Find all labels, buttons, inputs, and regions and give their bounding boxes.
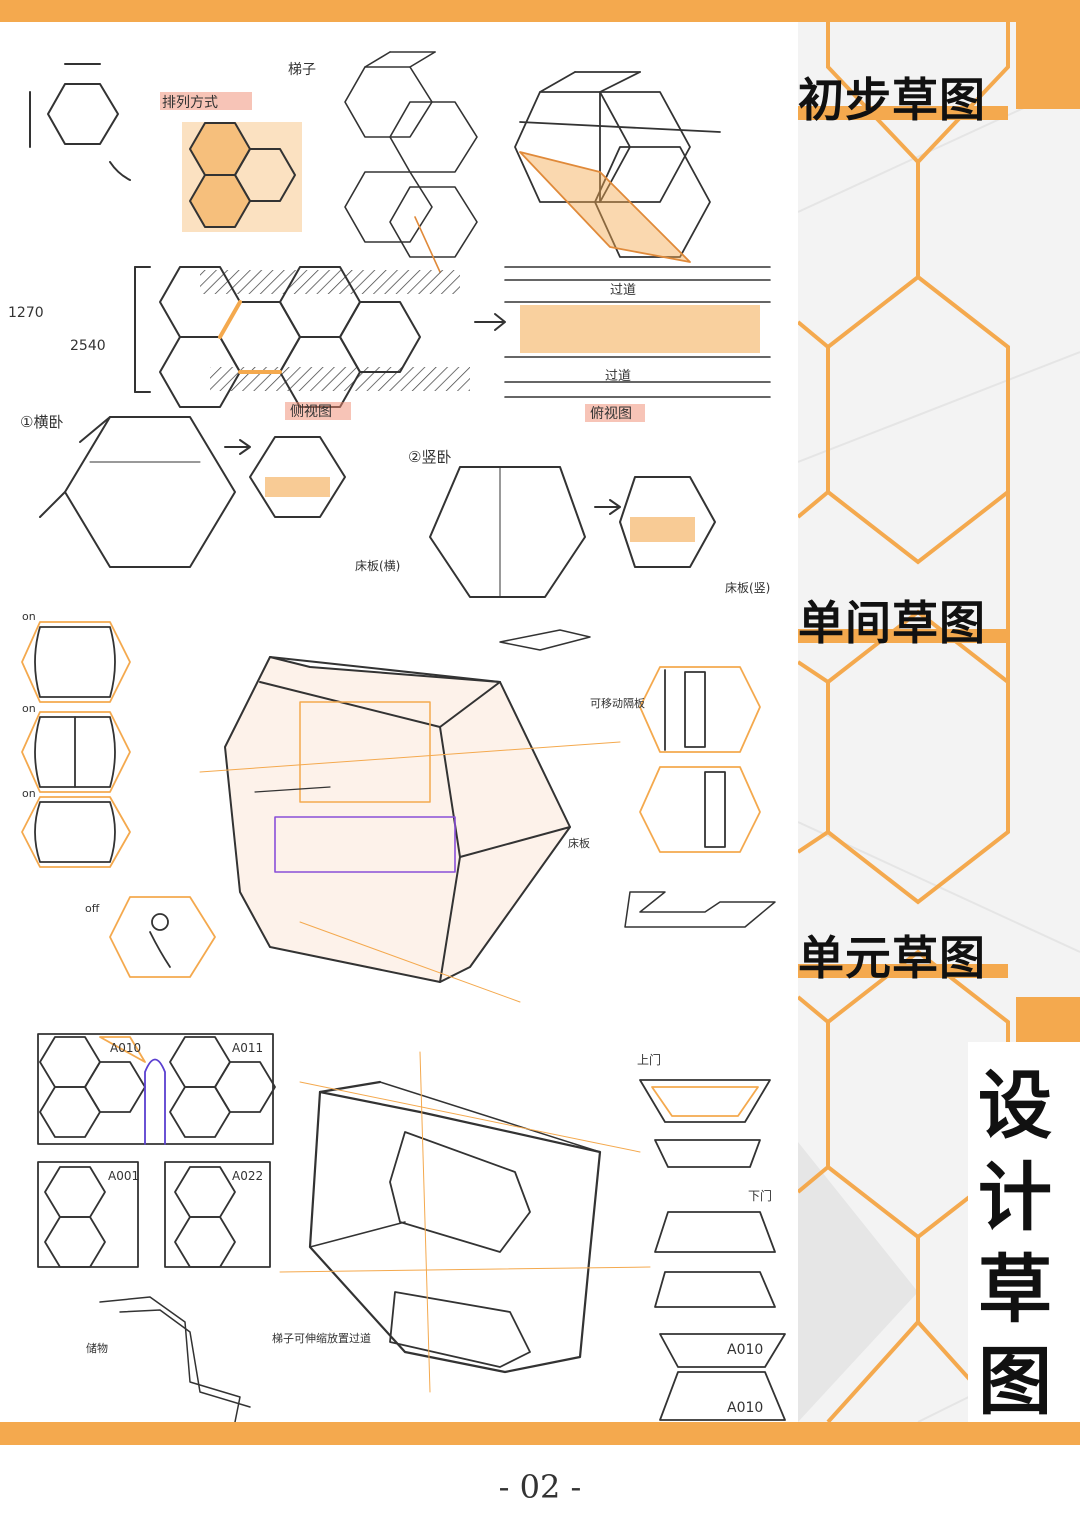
section-title-unit: 单元草图 [798,931,986,985]
hexagon-pattern [798,22,1080,1422]
hexagon-arrangement-sketch: 排列方式 梯子 [160,62,316,232]
door-states-sketch: on on on off [21,610,216,978]
movable-shelf-note: 可移动隔板 [590,696,645,710]
section-underline-1 [798,106,1008,120]
unit-elevations-sketch: A010 A011 A001 A022 储物 [37,1033,276,1423]
storage-note: 储物 [86,1341,108,1355]
bed-board-v-note: 床板(竖) [725,581,770,595]
stacked-cells-sketch [344,51,478,273]
corridor-plan-sketch: 过道 过道 俯视图 [504,266,771,422]
room-perspective-sketch [199,656,621,1003]
horizontal-note: ①横卧 [20,413,63,431]
side-panel [798,22,1080,1422]
hexagon-wall-elevation: 1270 2540 侧视图 [8,266,506,420]
ladder-note: 梯子 [288,62,316,78]
unit-perspective-sketch: 梯子可伸缩放置过道 [272,1051,651,1393]
upper-door-note: 上门 [637,1052,661,1067]
section-title-room: 单间草图 [798,596,986,650]
a022-label: A022 [232,1169,263,1183]
corridor-note-bottom: 过道 [605,369,631,384]
dim-2540-note: 2540 [70,338,106,354]
sketch-area: 排列方式 梯子 [0,22,798,1423]
plan-view-note: 俯视图 [590,406,632,422]
corridor-note-top: 过道 [610,283,636,298]
single-hexagon-sketch [29,63,131,181]
sketch-drawings: 排列方式 梯子 [8,51,786,1423]
section-underline-3 [798,964,1008,978]
on-note-2: on [22,702,36,715]
a010-label-3: A010 [727,1400,763,1416]
bed-board-h-note: 床板(横) [355,559,400,573]
cells-perspective-sketch [514,71,721,263]
section-title-preliminary: 初步草图 [798,73,986,127]
ladder-corridor-note: 梯子可伸缩放置过道 [272,1331,371,1345]
top-accent-bar [0,0,1080,22]
on-note-1: on [22,610,36,623]
page-number: - 02 - [498,1468,582,1506]
on-note-3: on [22,787,36,800]
lower-door-note: 下门 [748,1188,772,1203]
a011-label: A011 [232,1041,263,1055]
page-title: 设计草图 [978,1063,1052,1425]
bed-board-note: 床板 [568,836,590,850]
a010-label-2: A010 [727,1342,763,1358]
side-view-note: 侧视图 [290,404,332,420]
dim-1270-note: 1270 [8,305,44,321]
vertical-pod-sketch: ②竖卧 床板(竖) [408,448,770,598]
a010-label-1: A010 [110,1041,141,1055]
section-underline-2 [798,629,1008,643]
arrangement-note: 排列方式 [162,95,218,111]
bottom-accent-bar [0,1422,1080,1445]
horizontal-pod-sketch: ①横卧 床板(横) [20,413,400,573]
off-note: off [85,902,100,915]
door-details-sketch: 上门 下门 A010 A010 [637,1052,786,1421]
room-side-elevations: 可移动隔板 床板 [499,629,776,928]
a001-label: A001 [108,1169,139,1183]
vertical-note: ②竖卧 [408,448,451,466]
